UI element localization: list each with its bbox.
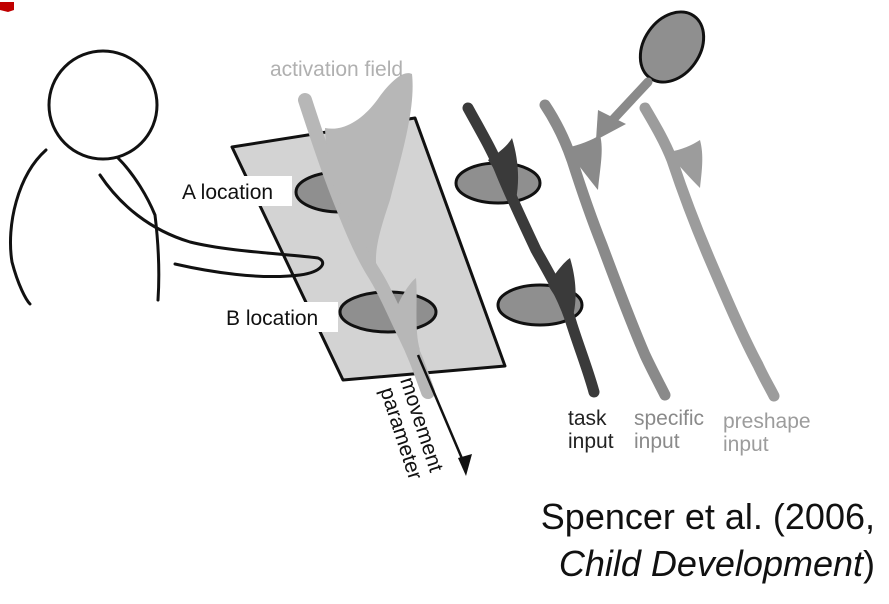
preshape-input-peak xyxy=(668,140,703,188)
task-input-peak-a xyxy=(488,138,519,200)
activation-field-band xyxy=(298,93,435,399)
red-corner-mark xyxy=(0,2,14,12)
task-input-peak-b xyxy=(548,258,576,320)
a-location-label-bg xyxy=(178,176,292,206)
preshape-input-label-line2: input xyxy=(723,433,769,456)
a-location-label: A location xyxy=(182,181,273,204)
child-head xyxy=(47,49,159,161)
activation-field-bump xyxy=(392,278,420,350)
b-location-label-bg xyxy=(222,302,338,332)
activation-field-peak xyxy=(325,73,413,275)
movement-parameter-axis xyxy=(416,354,468,469)
citation-line-2: Child Development) xyxy=(559,542,875,586)
child-body xyxy=(8,148,48,306)
specific-input-label-line1: specific xyxy=(634,407,704,430)
cue-ellipse xyxy=(638,10,706,84)
task-input-label-line1: task xyxy=(568,407,607,430)
specific-input-label-line2: input xyxy=(634,430,680,453)
citation-close-paren: ) xyxy=(863,543,875,584)
citation-line-1: Spencer et al. (2006, xyxy=(541,495,875,539)
child-arm xyxy=(98,173,324,279)
task-input-label-line2: input xyxy=(568,430,614,453)
specific-input-band xyxy=(539,99,671,401)
b-location-label: B location xyxy=(226,307,318,330)
movement-parameter-arrowhead xyxy=(458,454,472,476)
child-back xyxy=(116,156,161,302)
citation-authors-year: Spencer et al. (2006, xyxy=(540,496,875,537)
preshape-input-label-line1: preshape xyxy=(723,410,811,433)
child-figure xyxy=(8,49,324,306)
cue-arrow-head xyxy=(596,110,626,140)
citation-journal: Child Development xyxy=(558,543,863,584)
activation-field-label: activation field xyxy=(270,58,403,81)
preshape-input-band xyxy=(639,102,780,402)
specific-input-peak xyxy=(566,135,602,190)
task-input-band xyxy=(462,102,600,398)
